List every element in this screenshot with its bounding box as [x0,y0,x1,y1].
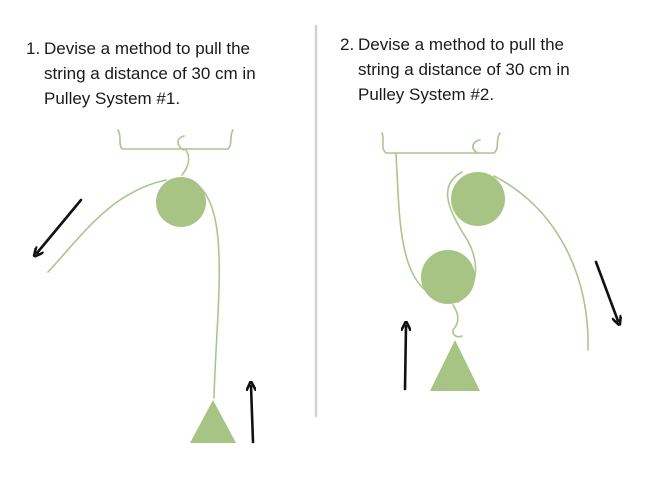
hanger-1 [177,135,185,151]
question-1-line-1: Devise a method to pull the [44,39,251,58]
question-1-line-3: Pulley System #1. [44,89,181,108]
weight-1 [190,400,236,443]
pulley-1 [156,177,206,227]
arrow-up-2-icon [405,326,406,391]
question-2: 2.Devise a method to pull the string a d… [340,32,620,107]
question-1: 1.Devise a method to pull the string a d… [26,36,296,111]
question-1-line-2: string a distance of 30 cm in [44,64,256,83]
question-2-number: 2. [340,35,355,54]
weight-2 [430,340,480,391]
arrow-pull-down-icon [594,260,618,321]
question-2-line-3: Pulley System #2. [358,85,495,104]
string-2-right [493,175,589,351]
hook-2 [452,304,463,338]
pulley-system-2 [381,132,618,391]
string-1-right [195,183,221,399]
hanger-2 [472,139,481,154]
pulley-system-1 [37,129,253,444]
arrow-up-1-icon [251,386,253,444]
question-2-line-2: string a distance of 30 cm in [358,60,570,79]
question-1-number: 1. [26,39,41,58]
string-1-left [47,179,167,273]
pulley-2-movable [421,250,475,304]
ceiling-support-1 [117,129,234,150]
pulley-2-fixed [451,172,505,226]
arrow-pull-left-icon [37,198,83,253]
question-2-line-1: Devise a method to pull the [358,35,565,54]
ceiling-support-2 [381,132,501,154]
hanger-1-rope [181,149,190,176]
